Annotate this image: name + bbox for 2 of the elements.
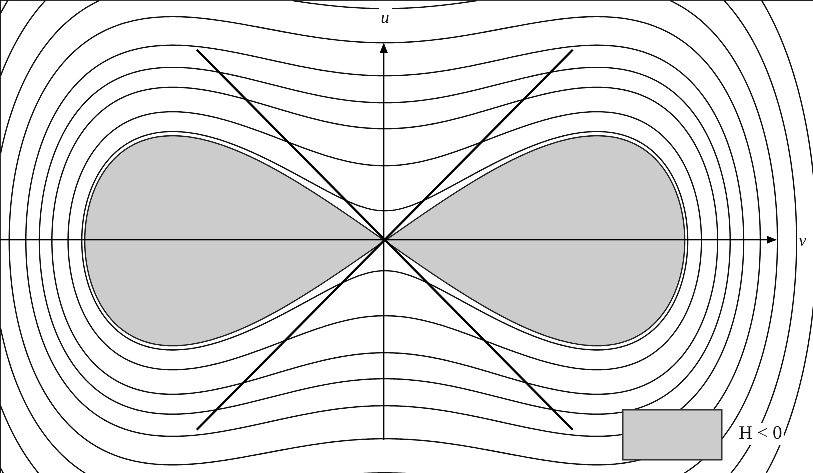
- axis-label: v: [797, 231, 809, 251]
- legend-label: H < 0: [737, 423, 784, 445]
